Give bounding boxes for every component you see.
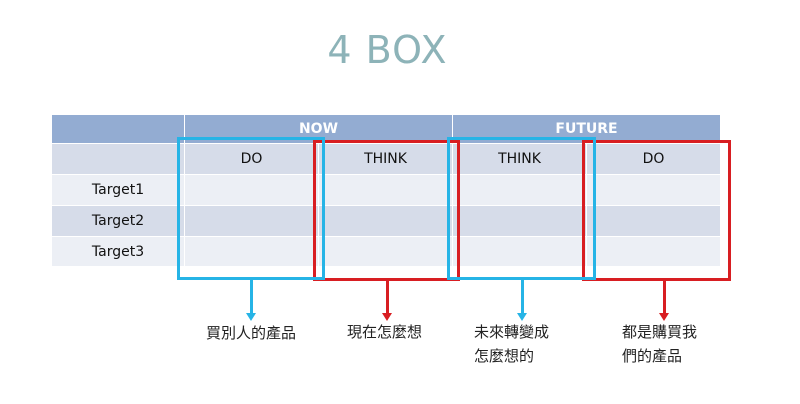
table-cell bbox=[453, 175, 587, 206]
column-header-future-think: THINK bbox=[453, 144, 587, 175]
future-think-highlight-box bbox=[447, 137, 596, 280]
future-do-highlight-box bbox=[582, 140, 731, 281]
table-cell bbox=[587, 175, 721, 206]
column-header-now-think: THINK bbox=[319, 144, 453, 175]
row-label-target1: Target1 bbox=[52, 175, 185, 206]
header-corner-cell bbox=[52, 115, 185, 144]
row-label-target3: Target3 bbox=[52, 237, 185, 267]
table-cell bbox=[587, 206, 721, 237]
now-do-highlight-box bbox=[177, 137, 325, 280]
note-now-think: 現在怎麼想 bbox=[347, 323, 423, 341]
column-header-corner bbox=[52, 144, 185, 175]
page-title: 4 BOX bbox=[327, 28, 448, 72]
table-cell bbox=[587, 237, 721, 267]
note-future-do: 都是購買我 們的產品 bbox=[622, 323, 698, 365]
column-header-future-do: DO bbox=[587, 144, 721, 175]
table-cell bbox=[185, 175, 319, 206]
table-cell bbox=[319, 237, 453, 267]
note-now-do: 買別人的產品 bbox=[206, 324, 297, 342]
note-future-think: 未來轉變成 怎麼想的 bbox=[474, 323, 550, 365]
arrow-down-icon bbox=[517, 280, 527, 321]
table-cell bbox=[319, 175, 453, 206]
table-cell bbox=[453, 237, 587, 267]
arrow-down-icon bbox=[659, 281, 669, 321]
arrow-down-icon bbox=[246, 280, 256, 321]
table-cell bbox=[185, 237, 319, 267]
row-label-target2: Target2 bbox=[52, 206, 185, 237]
now-think-highlight-box bbox=[313, 140, 460, 281]
table-cell bbox=[185, 206, 319, 237]
table-cell bbox=[453, 206, 587, 237]
arrow-down-icon bbox=[382, 281, 392, 321]
column-header-now-do: DO bbox=[185, 144, 319, 175]
table-cell bbox=[319, 206, 453, 237]
